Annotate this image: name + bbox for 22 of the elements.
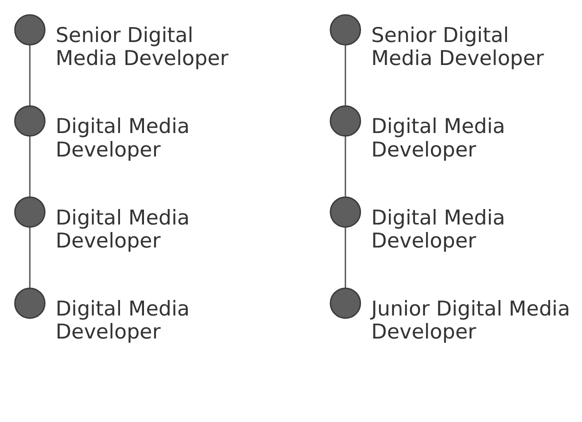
job-title: Digital Media Developer (56, 297, 191, 344)
avatar-circle (330, 288, 362, 319)
job-title: Digital Media Developer (56, 206, 191, 254)
avatar-circle (14, 105, 46, 137)
connector-line (344, 227, 346, 288)
avatar-circle (14, 288, 46, 319)
connector-line (29, 44, 31, 106)
job-title: Senior Digital Media Developer (56, 24, 230, 71)
avatar-circle (14, 14, 46, 46)
connector-line (344, 136, 346, 198)
avatar-circle (14, 196, 46, 228)
connector-line (29, 136, 31, 198)
connector-line (344, 44, 346, 106)
job-title: Senior Digital Media Developer (371, 24, 545, 71)
job-title: Digital Media Developer (371, 114, 506, 162)
connector-line (29, 227, 31, 288)
job-title: Digital Media Developer (371, 206, 506, 254)
avatar-circle (330, 196, 362, 228)
avatar-circle (330, 14, 362, 46)
avatar-circle (330, 105, 362, 137)
job-title: Digital Media Developer (56, 114, 191, 162)
job-title: Junior Digital Media Developer (371, 297, 572, 344)
